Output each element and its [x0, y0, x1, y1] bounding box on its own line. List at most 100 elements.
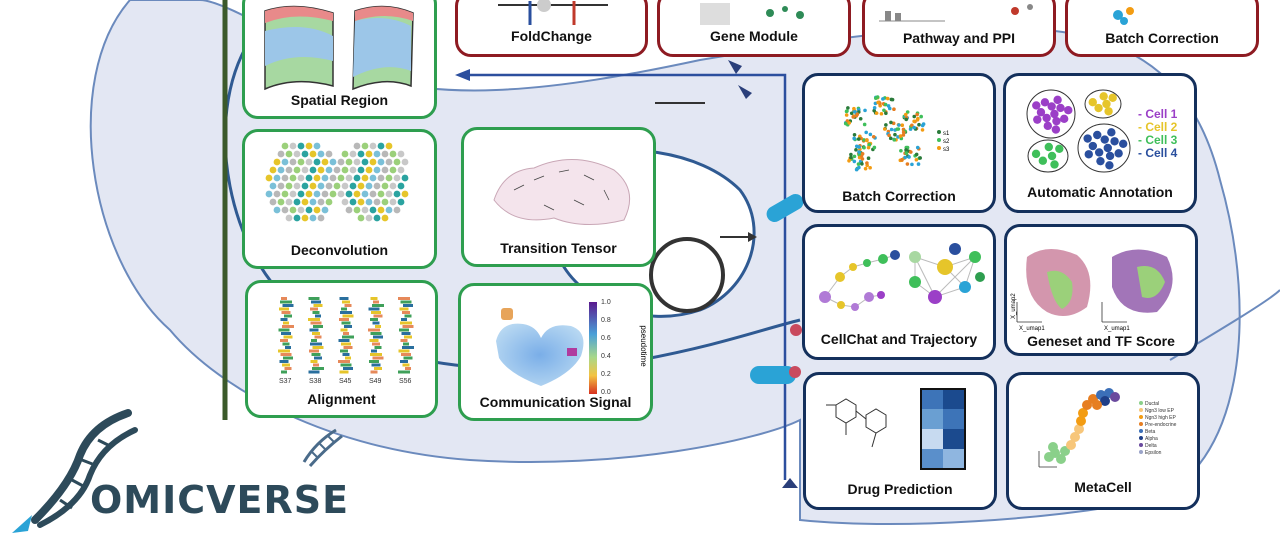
svg-text:Pre-endocrine: Pre-endocrine [1145, 422, 1177, 428]
slice-strip [400, 300, 412, 304]
spot-dot [385, 190, 393, 198]
colorbar-label: pseudotime [639, 325, 648, 367]
slice-strip [308, 370, 320, 374]
spot-dot [317, 182, 325, 190]
slice-strip [310, 307, 318, 311]
cell-point [888, 136, 893, 141]
slice-strip [340, 349, 348, 353]
cluster-cell [1052, 116, 1061, 126]
spot-dot [305, 142, 313, 150]
slice-strip [402, 363, 410, 367]
nucleolus [649, 237, 725, 313]
cell-point [901, 130, 906, 135]
legend-cell-4: - Cell 4 [1138, 146, 1178, 160]
spot-dot [361, 206, 369, 214]
spot-dot [285, 150, 293, 158]
metacell-point [1070, 432, 1080, 442]
cell-point [874, 111, 879, 115]
spot-dot [385, 158, 393, 166]
metacell-point [1066, 440, 1076, 450]
svg-text:s2: s2 [943, 139, 950, 145]
spot-dot [397, 166, 405, 174]
metacell-point [1110, 392, 1120, 402]
communication-signal-art: 1.00.80.60.40.20.0 pseudotime [496, 299, 648, 396]
colorbar-tick: 1.0 [601, 299, 611, 306]
spot-dot [269, 166, 277, 174]
sample-label: S56 [399, 378, 412, 385]
slice-strip [375, 325, 381, 328]
slice-strip [400, 360, 408, 363]
spot-dot [373, 182, 381, 190]
slice-strip [338, 339, 350, 342]
spot-dot [285, 182, 293, 190]
spot-dot [357, 198, 365, 206]
slice-strip [308, 318, 320, 321]
panel-label: Pathway and PPI [902, 30, 1016, 46]
cell-point [881, 97, 885, 101]
slice-strip [312, 346, 324, 349]
spot-dot [389, 182, 397, 190]
cell-point [892, 138, 897, 142]
spot-dot [289, 206, 297, 214]
cell-point [860, 162, 864, 166]
spot-dot [309, 214, 317, 222]
slice-strip [278, 328, 290, 332]
cell-point [847, 121, 852, 125]
spot-dot [365, 214, 373, 222]
cell-point [916, 162, 921, 166]
cluster-cell [1031, 149, 1041, 159]
spot-dot [385, 174, 393, 182]
cell-point [844, 113, 849, 117]
sample-label: S37 [279, 378, 292, 385]
spot-dot [293, 182, 301, 190]
sample-label: S45 [339, 378, 352, 385]
spot-dot [297, 174, 305, 182]
spot-dot [277, 150, 285, 158]
slice-strip [373, 335, 383, 339]
spot-dot [325, 198, 333, 206]
slice-strip [313, 325, 323, 328]
spot-dot [293, 150, 301, 158]
cell-point [862, 145, 866, 150]
cell-point [907, 155, 911, 159]
slice-strip [339, 297, 349, 300]
svg-text:s3: s3 [943, 147, 950, 153]
slice-strip [371, 311, 381, 314]
geneset-tf-score-art: X_umap1 X_umap1 X_umap2 [1011, 248, 1173, 332]
slice-strip [282, 325, 294, 328]
slice-strip [370, 370, 378, 374]
spot-dot [357, 182, 365, 190]
slice-strip [404, 314, 412, 318]
spot-dot [381, 150, 389, 158]
svg-text:s1: s1 [943, 131, 950, 137]
cell-point [882, 108, 886, 113]
cluster-cell [1059, 114, 1069, 124]
slice-strip [400, 321, 412, 325]
slice-strip [342, 335, 354, 339]
slice-strip [369, 339, 379, 342]
cell-point [872, 106, 877, 110]
cluster-cell [1118, 139, 1128, 148]
cluster-cell [1032, 101, 1041, 110]
panel-automatic-annotation: - Cell 1 - Cell 2 - Cell 3 - Cell 4 Auto… [1003, 73, 1197, 213]
slice-strip [313, 304, 323, 307]
panel-label: FoldChange [511, 28, 592, 44]
cluster-cell [1043, 121, 1053, 131]
cluster-cell [1047, 102, 1056, 111]
spot-dot [293, 198, 301, 206]
panel-deconvolution: Deconvolution [242, 129, 437, 269]
cluster-cell [1056, 103, 1065, 113]
cellchat-trajectory-art [819, 243, 985, 311]
cell-point [886, 104, 891, 108]
spot-dot [365, 166, 373, 174]
panel-label: MetaCell [1074, 479, 1132, 495]
slice-strip [311, 353, 321, 356]
spot-dot [325, 150, 333, 158]
slice-strip [310, 321, 322, 325]
slice-strip [285, 346, 291, 349]
cluster-cell [1083, 134, 1092, 143]
cell-point [889, 120, 893, 125]
spot-dot [373, 214, 381, 222]
cell-point [847, 158, 851, 163]
slice-strip [284, 367, 292, 370]
